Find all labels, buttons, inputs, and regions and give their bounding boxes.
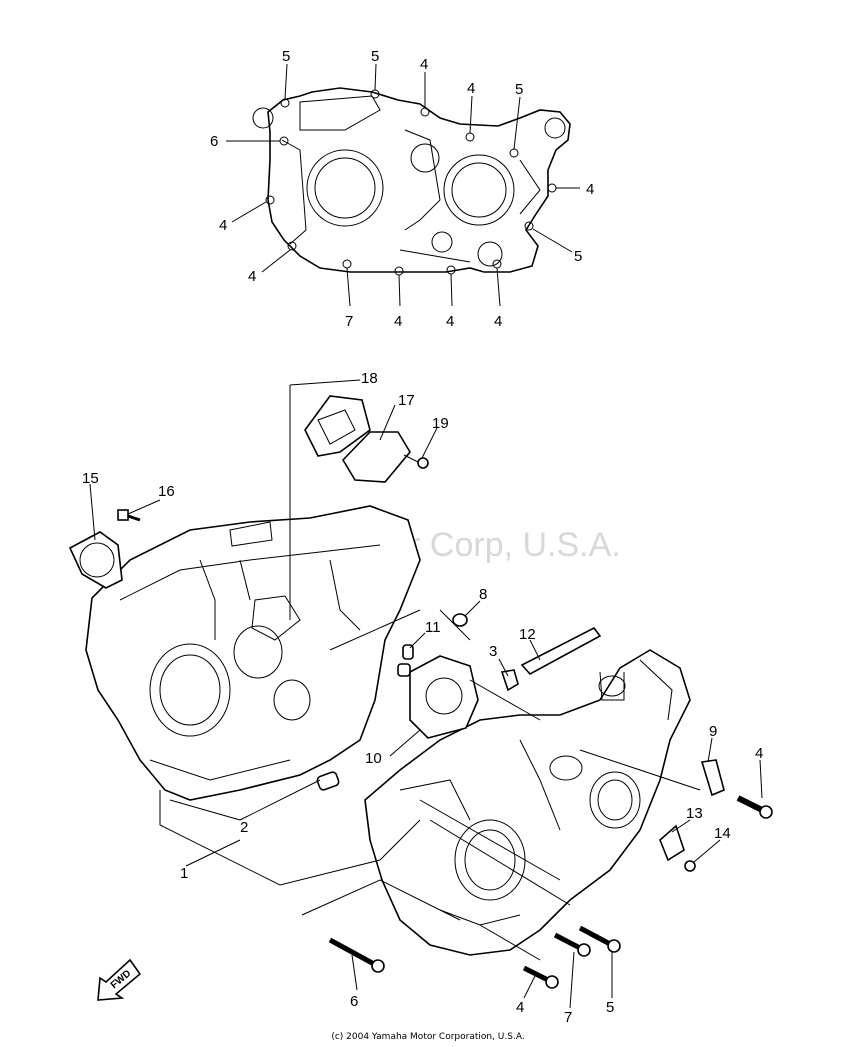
callout-4: 4 <box>586 181 594 198</box>
callout-5: 5 <box>574 248 582 265</box>
callout-14: 14 <box>714 825 731 842</box>
part-16-screw <box>117 509 141 522</box>
callout-9: 9 <box>709 723 717 740</box>
part-6-bolt <box>328 937 385 973</box>
copyright-footer: (c) 2004 Yamaha Motor Corporation, U.S.A… <box>331 1032 525 1042</box>
part-4-bolt <box>736 795 773 819</box>
part-19-bolt <box>403 454 429 469</box>
part-14-screw <box>684 860 696 872</box>
left-crankcase-half <box>85 505 421 801</box>
callout-7: 7 <box>345 313 353 330</box>
callout-8: 8 <box>479 586 487 603</box>
part-7-bolt <box>553 932 591 957</box>
callout-4: 4 <box>494 313 502 330</box>
callout-4: 4 <box>467 80 475 97</box>
callout-4: 4 <box>516 999 524 1016</box>
callout-4: 4 <box>446 313 454 330</box>
right-crankcase-half <box>364 649 691 956</box>
part-2-dowel <box>316 771 340 791</box>
callout-5: 5 <box>606 999 614 1016</box>
part-13-plate <box>659 824 685 862</box>
callout-5: 5 <box>282 48 290 65</box>
part-15-gasket <box>68 531 123 589</box>
part-11-dowel <box>397 644 414 677</box>
callout-10: 10 <box>365 750 382 767</box>
forward-arrow-icon: FWD <box>97 958 142 1001</box>
crankcase-exploded-view: 18 17 19 15 16 8 11 3 12 10 9 4 13 14 2 … <box>68 370 773 1026</box>
callout-5: 5 <box>515 81 523 98</box>
callout-2: 2 <box>240 819 248 836</box>
callout-11: 11 <box>425 619 441 636</box>
part-5-bolt <box>578 925 621 953</box>
part-8-plug <box>452 613 468 627</box>
callout-12: 12 <box>519 626 536 643</box>
part-12-pipe <box>520 626 602 676</box>
callout-13: 13 <box>686 805 703 822</box>
crankcase-top-view: 5 5 4 4 5 6 4 4 4 5 7 4 4 4 <box>210 48 594 330</box>
part-9-bracket <box>700 759 725 797</box>
callout-18: 18 <box>361 370 378 387</box>
callout-1: 1 <box>180 865 188 882</box>
part-3-fitting <box>500 669 519 692</box>
callout-4: 4 <box>394 313 402 330</box>
callout-7: 7 <box>564 1009 572 1026</box>
callout-17: 17 <box>398 392 415 409</box>
callout-3: 3 <box>489 643 497 660</box>
part-18-gasket <box>304 395 371 457</box>
callout-4: 4 <box>420 56 428 73</box>
part-10-gasket <box>409 655 479 739</box>
callout-15: 15 <box>82 470 99 487</box>
callout-6: 6 <box>350 993 358 1010</box>
callout-4: 4 <box>219 217 227 234</box>
part-4-bolt <box>522 965 559 989</box>
callout-19: 19 <box>432 415 449 432</box>
callout-4: 4 <box>248 268 256 285</box>
callout-5: 5 <box>371 48 379 65</box>
callout-6: 6 <box>210 133 218 150</box>
callout-4: 4 <box>755 745 763 762</box>
part-17-cover <box>341 431 411 483</box>
callout-16: 16 <box>158 483 175 500</box>
